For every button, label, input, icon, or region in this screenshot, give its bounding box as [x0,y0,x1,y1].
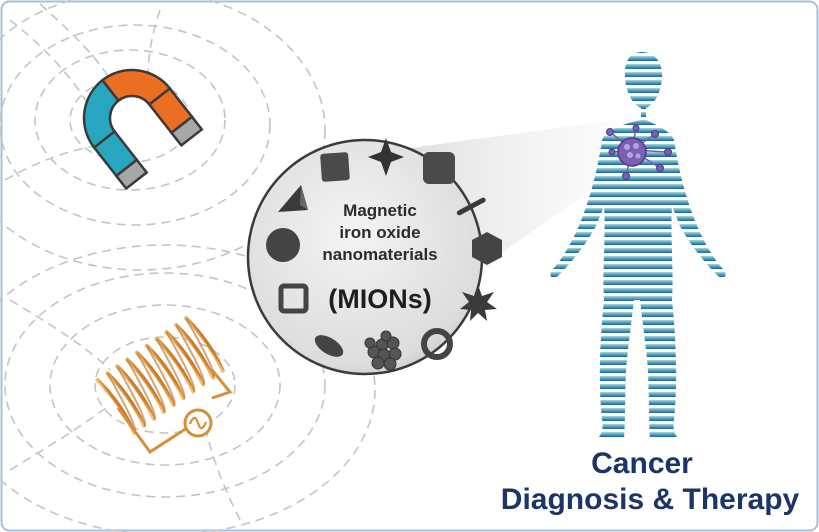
sphere-shape-icon [266,228,300,262]
horseshoe-magnet-icon [82,68,204,191]
center-label-line2: iron oxide [339,223,420,242]
mion-circle: Magnetic iron oxide nanomaterials (MIONs… [246,138,502,376]
cube-shape-icon [320,152,350,182]
star-shape-icon [368,138,404,176]
caption-line1: Cancer [591,447,693,480]
cluster-shape-icon [364,330,402,371]
rod-shape-icon [456,197,486,216]
ring-shape-icon [421,328,453,360]
flower-star-shape-icon [460,285,497,321]
tumor-icon [606,124,672,180]
center-label-abbr: (MIONs) [328,284,432,314]
hexagon-shape-icon [472,232,502,265]
ac-coil-icon [95,316,233,455]
hollow-cube-shape-icon [278,283,309,314]
caption-line2: Diagnosis & Therapy [501,483,800,516]
center-label-line1: Magnetic [343,201,417,220]
ellipsoid-shape-icon [314,335,344,357]
rounded-cube-shape-icon [423,152,455,184]
ac-source-icon [183,408,213,438]
center-label-line3: nanomaterials [322,245,437,264]
